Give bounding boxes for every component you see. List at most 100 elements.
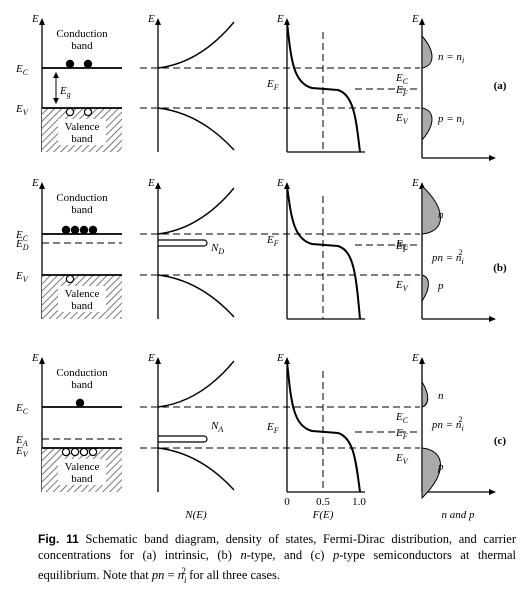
- conduction-band-label-2: band: [71, 204, 93, 216]
- fd-energy-axis-label: E: [276, 352, 284, 364]
- impurity-dos-spike: [158, 435, 208, 443]
- electron-dot: [79, 225, 89, 235]
- hole-distribution: [421, 274, 429, 303]
- carrier-panel: En = nip = ni(a): [411, 13, 507, 161]
- carrier-x-axis-arrow: [489, 316, 496, 322]
- caption-text-1: Schematic band diagram, density of state…: [38, 532, 516, 562]
- electron-dot: [75, 398, 85, 408]
- density-of-states-panel: E: [147, 13, 235, 152]
- caption-text-2: -type, and (c): [246, 548, 333, 562]
- carrier-x-axis-arrow: [489, 489, 496, 495]
- fermi-level-label: EF: [266, 421, 279, 435]
- carrier-energy-axis-arrow: [419, 18, 425, 25]
- figure-caption: Fig. 11 Schematic band diagram, density …: [38, 531, 516, 589]
- mass-action-label: pn = ni2: [431, 415, 464, 433]
- mid-label-ec: EC: [395, 72, 409, 86]
- energy-axis-label: E: [31, 177, 39, 189]
- carrier-energy-axis-arrow: [419, 357, 425, 364]
- caption-text-4: for all three cases.: [185, 568, 281, 583]
- hole-dot: [65, 274, 75, 284]
- band-edge-label-c: EC: [15, 229, 29, 243]
- band-edge-label-c: EC: [15, 63, 29, 77]
- valence-dos-curve: [157, 447, 235, 491]
- impurity-level-label: EA: [15, 434, 28, 448]
- band-gap-arrow-head-up: [53, 72, 59, 78]
- electron-conc-label: n = ni: [438, 51, 464, 65]
- mid-label-ev: EV: [395, 279, 409, 293]
- energy-axis-arrow: [39, 18, 45, 25]
- impurity-dos-spike: [158, 239, 208, 247]
- valence-band-label: Valence: [65, 461, 100, 473]
- mid-label-ev: EV: [395, 452, 409, 466]
- valence-dos-curve: [157, 107, 235, 151]
- carrier-x-axis-arrow: [489, 155, 496, 161]
- mid-label-ef: EF: [395, 84, 408, 98]
- mid-label-ef: EF: [395, 240, 408, 254]
- hole-conc-label: p: [437, 280, 444, 292]
- fd-energy-axis-label: E: [276, 177, 284, 189]
- electron-dot: [65, 59, 75, 69]
- electron-distribution: [421, 34, 433, 69]
- electron-dot: [70, 225, 80, 235]
- mid-label-ef: EF: [395, 427, 408, 441]
- fermi-level-label: EF: [266, 78, 279, 92]
- band-edge-label-v: EV: [15, 270, 29, 284]
- band-gap-arrow-head-down: [53, 98, 59, 104]
- valence-band-label-2: band: [71, 473, 93, 485]
- energy-axis-label: E: [31, 13, 39, 25]
- dos-energy-axis-arrow: [155, 18, 161, 25]
- conduction-band-label-2: band: [71, 379, 93, 391]
- fd-energy-axis-arrow: [284, 357, 290, 364]
- row-tag: (b): [493, 262, 507, 274]
- caption-figure-label: Fig. 11: [38, 532, 79, 546]
- valence-label-bg: [58, 119, 106, 145]
- hole-dot: [79, 447, 89, 457]
- panel-row-c: EConductionbandValencebandECEAEVENAN(E)E…: [15, 352, 506, 521]
- fd-x-axis-label: F(E): [312, 509, 334, 521]
- hole-dot: [70, 447, 80, 457]
- carrier-energy-axis-label: E: [411, 177, 419, 189]
- fermi-dirac-curve: [286, 185, 361, 320]
- hole-dot: [88, 447, 98, 457]
- caption-ni: n: [177, 568, 184, 583]
- mid-label-ec: EC: [395, 411, 409, 425]
- electron-conc-label: n: [438, 209, 444, 221]
- conduction-dos-curve: [157, 21, 235, 69]
- impurity-level-label: ED: [15, 238, 29, 252]
- hole-conc-label: p = ni: [437, 113, 464, 127]
- dos-energy-axis-arrow: [155, 182, 161, 189]
- conduction-band-label: Conduction: [56, 367, 108, 379]
- mass-action-label: pn = ni2: [431, 248, 464, 266]
- fd-energy-axis-arrow: [284, 18, 290, 25]
- hole-distribution: [421, 447, 442, 500]
- fermi-level-label: EF: [266, 234, 279, 248]
- carrier-x-axis-label: n and p: [442, 509, 476, 521]
- caption-p-type: p: [332, 548, 340, 562]
- conduction-band-label-2: band: [71, 40, 93, 52]
- conduction-band-label: Conduction: [56, 192, 108, 204]
- energy-axis-arrow: [39, 182, 45, 189]
- electron-distribution: [421, 380, 429, 408]
- caption-n-type: n: [240, 548, 247, 562]
- energy-axis-label: E: [31, 352, 39, 364]
- caption-equals: =: [164, 568, 178, 583]
- hole-dot: [61, 447, 71, 457]
- dos-energy-axis-label: E: [147, 177, 155, 189]
- fd-tick-1: 1.0: [352, 496, 366, 508]
- caption-ni-sub: i: [183, 574, 187, 585]
- electron-dot: [88, 225, 98, 235]
- valence-band-label: Valence: [65, 288, 100, 300]
- fd-tick-0: 0: [284, 496, 290, 508]
- carrier-panel: En p pn = ni2 (b): [411, 177, 507, 322]
- band-gap-label: Eg: [59, 85, 71, 99]
- fermi-dirac-curve: [286, 360, 361, 493]
- hole-dot: [83, 107, 93, 117]
- electron-distribution: [421, 184, 442, 235]
- fermi-dirac-panel: E EF: [266, 177, 365, 320]
- impurity-dos-label: NA: [210, 420, 223, 434]
